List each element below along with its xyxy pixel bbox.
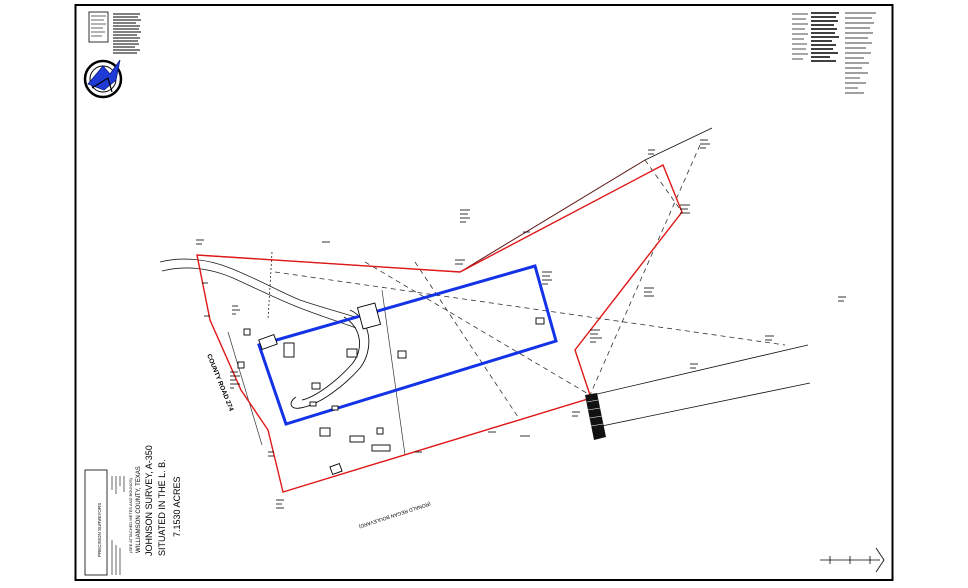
annotation-marks <box>196 139 774 509</box>
title-block: 7.1530 ACRES SITUATED IN THE L. B. JOHNS… <box>84 445 182 576</box>
property-boundary <box>196 164 683 493</box>
header-notes <box>88 11 141 54</box>
title-situated: SITUATED IN THE L. B. <box>157 459 167 556</box>
sheet-border <box>74 4 894 581</box>
surveyor-seal-logo <box>83 59 123 99</box>
title-note: (SEE ATTACHED METES AND BOUNDS) <box>128 477 133 553</box>
title-survey: JOHNSON SURVEY, A-350 <box>144 445 154 556</box>
county-road-linework <box>159 251 359 329</box>
adjacent-parcel-lines <box>196 159 646 273</box>
title-acreage: 7.1530 ACRES <box>172 476 182 537</box>
title-county: WILLIAMSON COUNTY, TEXAS <box>136 466 142 553</box>
general-notes-block <box>792 12 876 94</box>
bridge-culvert <box>585 393 606 440</box>
interior-lines <box>227 289 406 456</box>
structures <box>237 302 545 476</box>
driveway <box>290 309 370 409</box>
county-road-label: COUNTY ROAD 274 <box>205 353 234 412</box>
boulevard-label: (RONALD REGAN BOULEVARD) <box>358 500 432 529</box>
north-arrow-scale <box>820 296 885 573</box>
surveyor-name: PRECISION SURVEYORS <box>97 503 102 557</box>
off-site-lines <box>592 127 811 428</box>
study-area-outline <box>257 264 558 426</box>
dashed-reference-lines <box>274 144 786 421</box>
